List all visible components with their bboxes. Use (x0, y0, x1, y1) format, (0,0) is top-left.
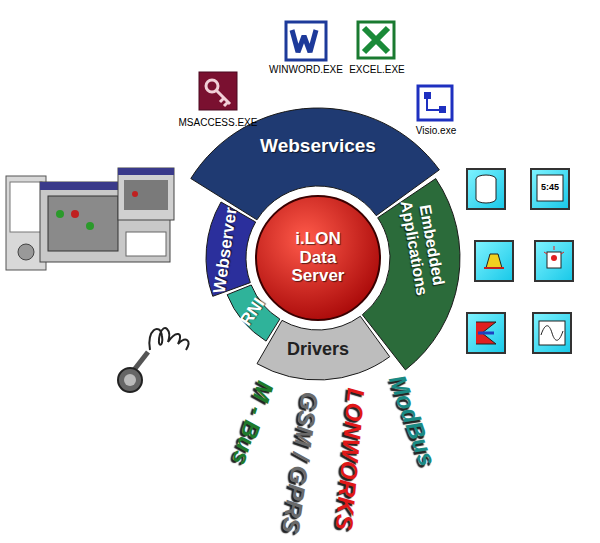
pen-signature (118, 328, 188, 392)
driver-name: LONWORKS (330, 387, 370, 532)
access-icon (199, 72, 237, 110)
driver-name: ModBus (383, 371, 442, 470)
driver-name: GSM / GPRS (276, 390, 324, 535)
segment-label: Drivers (273, 340, 363, 360)
application-tiles (467, 169, 573, 353)
driver-name: M - Bus (226, 378, 279, 469)
file-name: MSACCESS.EXE (179, 117, 258, 128)
word-icon (286, 22, 326, 60)
file-name: WINWORD.EXE (269, 64, 343, 75)
screenshot (6, 168, 174, 270)
file-name: Visio.exe (416, 125, 456, 136)
excel-icon (358, 22, 394, 58)
file-name: EXCEL.EXE (349, 64, 405, 75)
clock-time: 5:45 (541, 182, 559, 192)
center-circle: i.LON Data Server (252, 192, 384, 324)
visio-icon (418, 86, 452, 120)
segment-label: Webservices (243, 136, 393, 157)
segment-label: i.LON Data Server (280, 230, 356, 286)
